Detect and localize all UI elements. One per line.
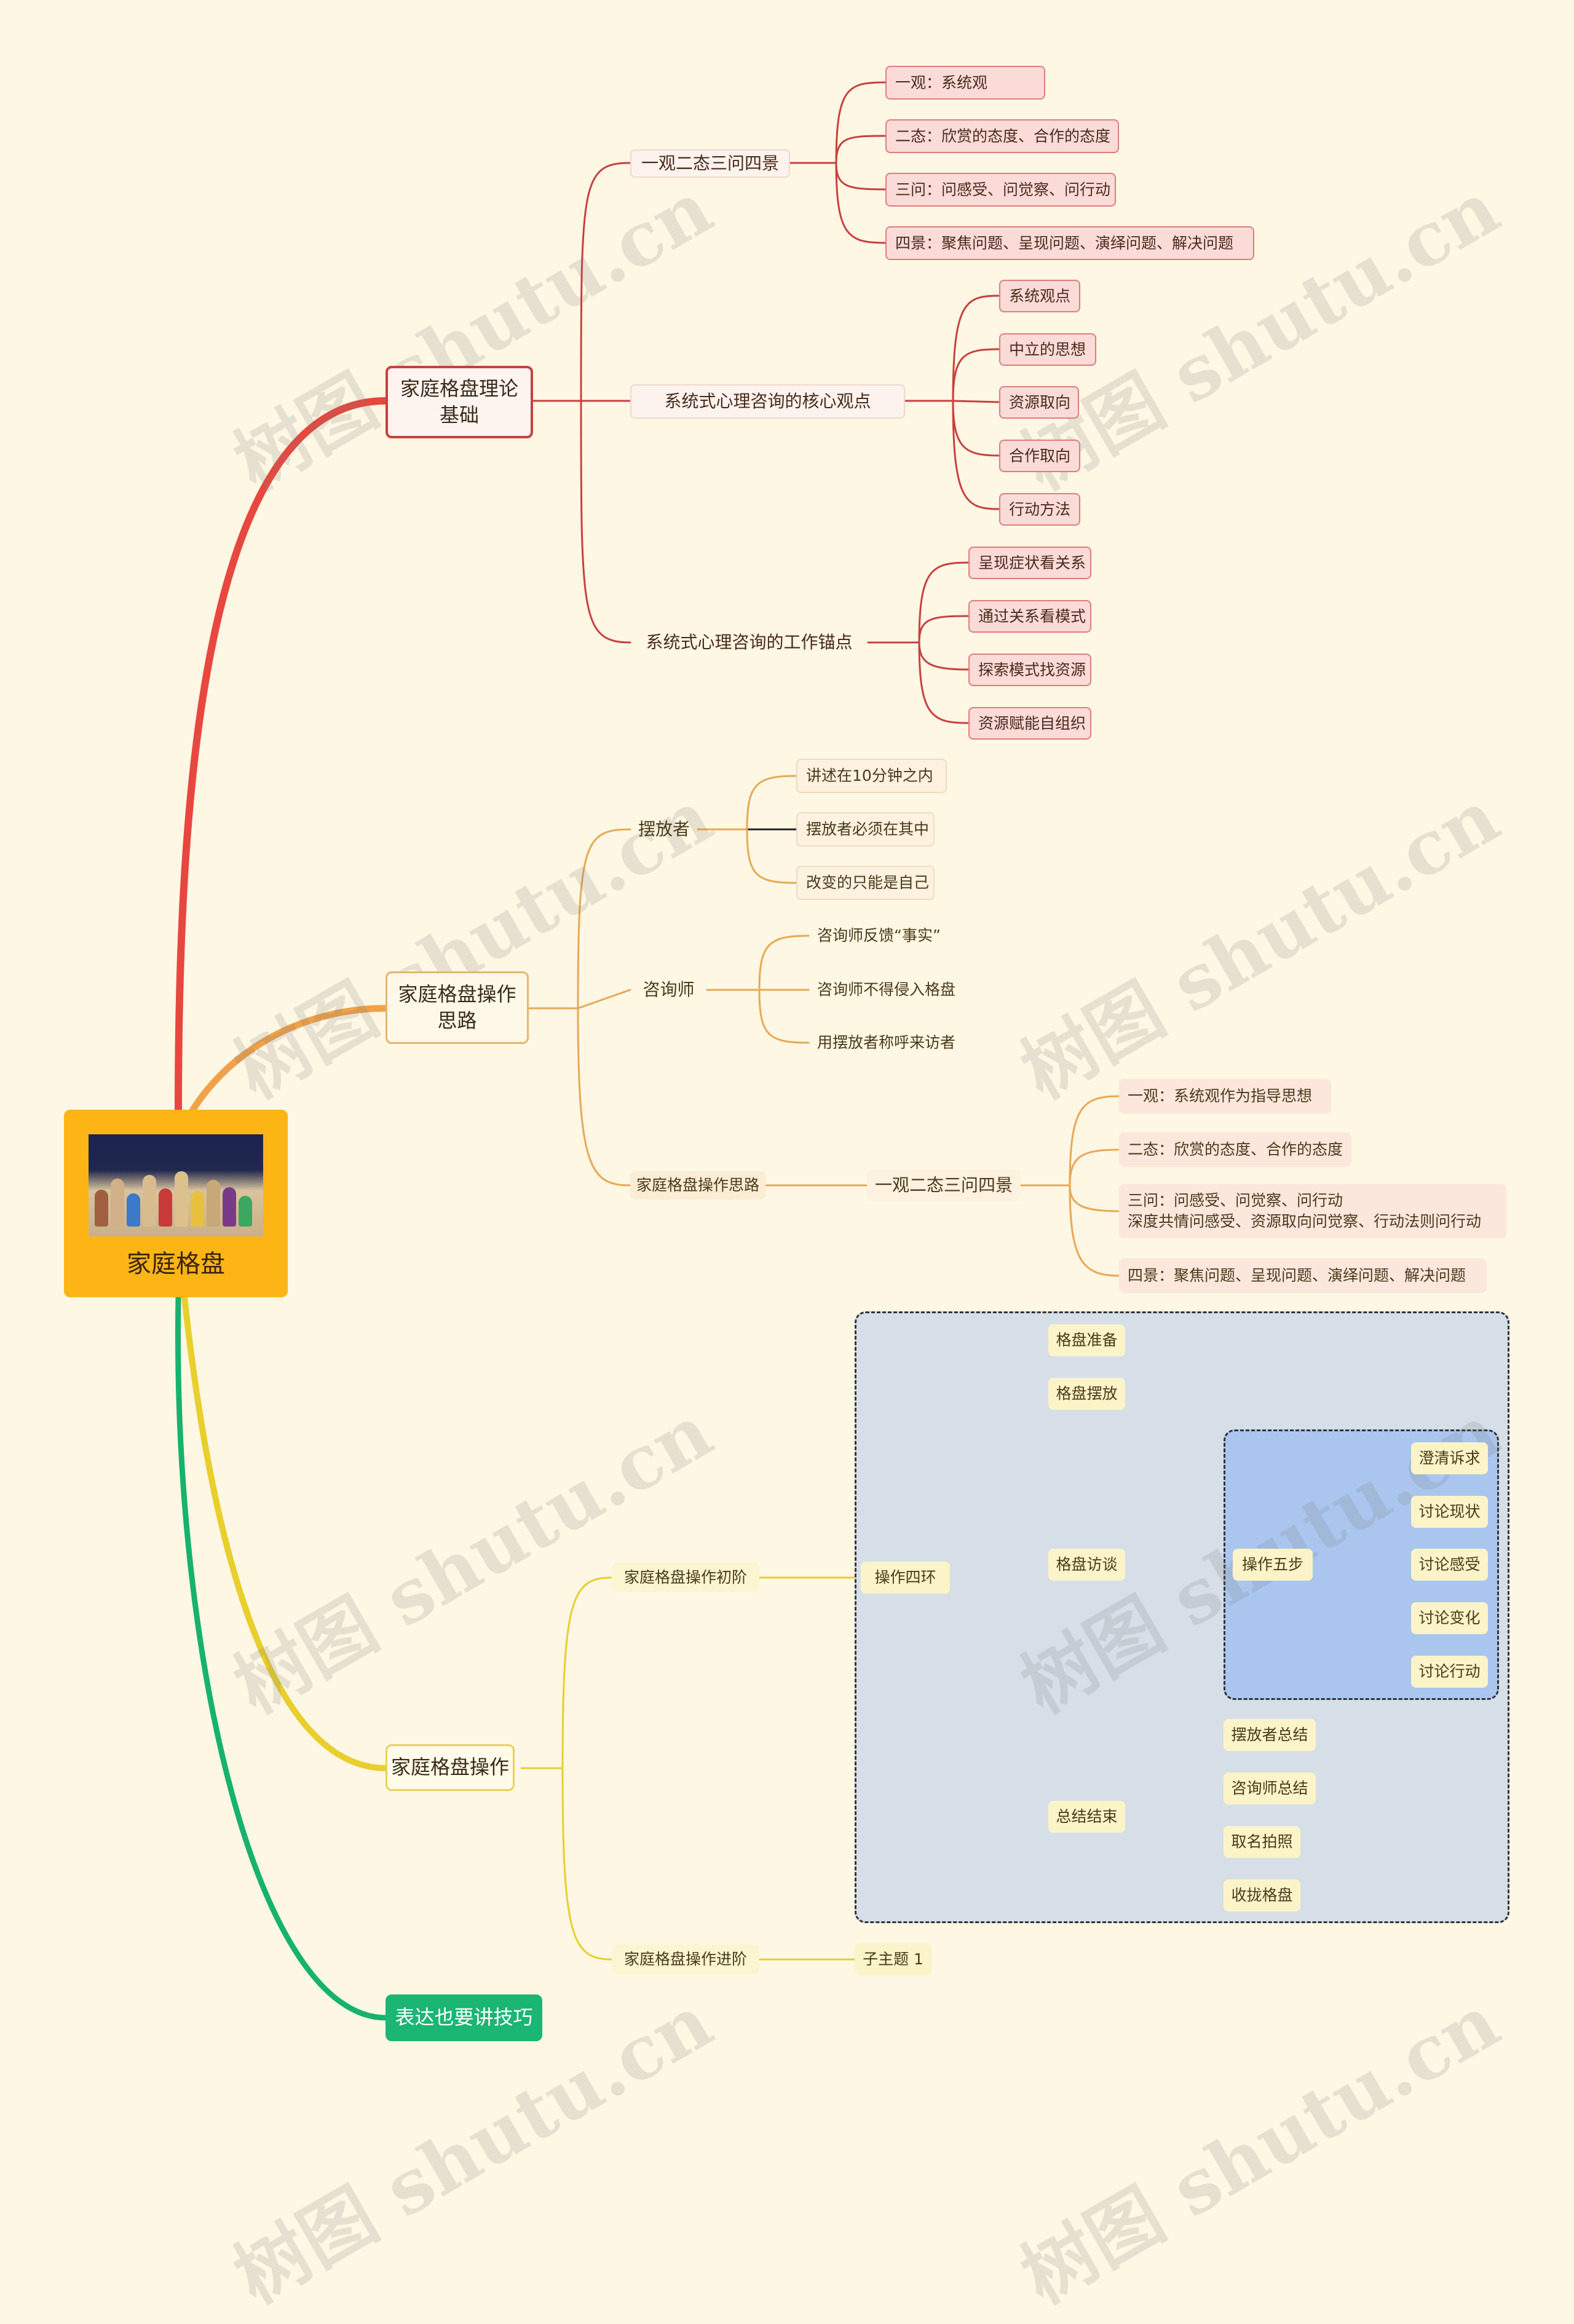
place-topic[interactable]: 格盘摆放 <box>1048 1378 1125 1410</box>
counselor-item[interactable]: 咨询师反馈“事实” <box>817 927 941 945</box>
interview-topic[interactable]: 格盘访谈 <box>1048 1549 1125 1581</box>
core-item[interactable]: 系统观点 <box>999 280 1080 312</box>
idea-item[interactable]: 三问：问感受、问觉察、问行动 深度共情问感受、资源取向问觉察、行动法则问行动 <box>1119 1184 1506 1238</box>
branch-green <box>175 1294 389 2021</box>
five-item[interactable]: 讨论现状 <box>1411 1496 1488 1528</box>
branch-yellow <box>181 1294 389 1771</box>
yiguan-item[interactable]: 三问：问感受、问觉察、问行动 <box>885 173 1116 207</box>
root-title: 家庭格盘 <box>127 1250 225 1278</box>
core-item[interactable]: 行动方法 <box>999 493 1080 526</box>
yiguan-item[interactable]: 四景：聚焦问题、呈现问题、演绎问题、解决问题 <box>885 226 1254 260</box>
placer-item[interactable]: 摆放者必须在其中 <box>796 812 935 847</box>
branch-red <box>175 397 390 1113</box>
placer-item[interactable]: 讲述在10分钟之内 <box>796 759 947 793</box>
core-item[interactable]: 中立的思想 <box>999 333 1096 366</box>
five-item[interactable]: 讨论行动 <box>1411 1656 1488 1688</box>
advanced-topic[interactable]: 家庭格盘操作进阶 <box>612 1945 759 1974</box>
anchor-topic[interactable]: 系统式心理咨询的工作锚点 <box>646 632 853 653</box>
prepare-topic[interactable]: 格盘准备 <box>1048 1324 1125 1356</box>
placer-item[interactable]: 改变的只能是自己 <box>796 866 935 900</box>
four-topic[interactable]: 操作四环 <box>861 1562 950 1594</box>
summary-item[interactable]: 收拢格盘 <box>1224 1879 1300 1911</box>
counselor-item[interactable]: 用摆放者称呼来访者 <box>817 1034 956 1052</box>
idea-sub-topic[interactable]: 一观二态三问四景 <box>867 1169 1021 1201</box>
summary-item[interactable]: 咨询师总结 <box>1224 1773 1316 1804</box>
placer-topic[interactable]: 摆放者 <box>638 819 690 840</box>
idea-item[interactable]: 四景：聚焦问题、呈现问题、演绎问题、解决问题 <box>1119 1259 1487 1293</box>
yiguan-item[interactable]: 二态：欣赏的态度、合作的态度 <box>885 119 1119 153</box>
idea-topic[interactable]: 家庭格盘操作思路 <box>630 1171 765 1200</box>
root-topic[interactable]: 家庭格盘 <box>64 1110 288 1297</box>
five-topic[interactable]: 操作五步 <box>1233 1549 1313 1581</box>
core-item[interactable]: 合作取向 <box>999 440 1080 472</box>
operation-topic[interactable]: 家庭格盘操作 <box>386 1744 515 1791</box>
idea-item[interactable]: 二态：欣赏的态度、合作的态度 <box>1119 1132 1351 1167</box>
anchor-item[interactable]: 探索模式找资源 <box>968 654 1091 686</box>
anchor-item[interactable]: 呈现症状看关系 <box>968 547 1091 579</box>
anchor-item[interactable]: 资源赋能自组织 <box>968 707 1091 740</box>
advanced-sub-topic[interactable]: 子主题 1 <box>855 1943 931 1975</box>
theory-topic[interactable]: 家庭格盘理论 基础 <box>386 366 533 438</box>
core-topic[interactable]: 系统式心理咨询的核心观点 <box>630 384 905 419</box>
root-image <box>89 1134 263 1236</box>
core-item[interactable]: 资源取向 <box>999 386 1079 419</box>
thinking-topic[interactable]: 家庭格盘操作 思路 <box>386 971 529 1044</box>
five-item[interactable]: 澄清诉求 <box>1411 1442 1488 1474</box>
branch-orange <box>184 1005 390 1123</box>
anchor-item[interactable]: 通过关系看模式 <box>968 600 1091 633</box>
summary-item[interactable]: 取名拍照 <box>1224 1826 1300 1858</box>
expression-topic[interactable]: 表达也要讲技巧 <box>386 1994 542 2041</box>
beginner-topic[interactable]: 家庭格盘操作初阶 <box>612 1563 759 1592</box>
counselor-topic[interactable]: 咨询师 <box>643 979 695 1000</box>
yiguan-item[interactable]: 一观：系统观 <box>885 66 1045 100</box>
counselor-item[interactable]: 咨询师不得侵入格盘 <box>817 981 956 999</box>
idea-item[interactable]: 一观：系统观作为指导思想 <box>1119 1079 1331 1113</box>
yiguan-topic[interactable]: 一观二态三问四景 <box>630 149 790 178</box>
summary-topic[interactable]: 总结结束 <box>1048 1801 1125 1833</box>
five-item[interactable]: 讨论感受 <box>1411 1549 1488 1581</box>
summary-item[interactable]: 摆放者总结 <box>1224 1719 1316 1751</box>
five-item[interactable]: 讨论变化 <box>1411 1602 1488 1634</box>
